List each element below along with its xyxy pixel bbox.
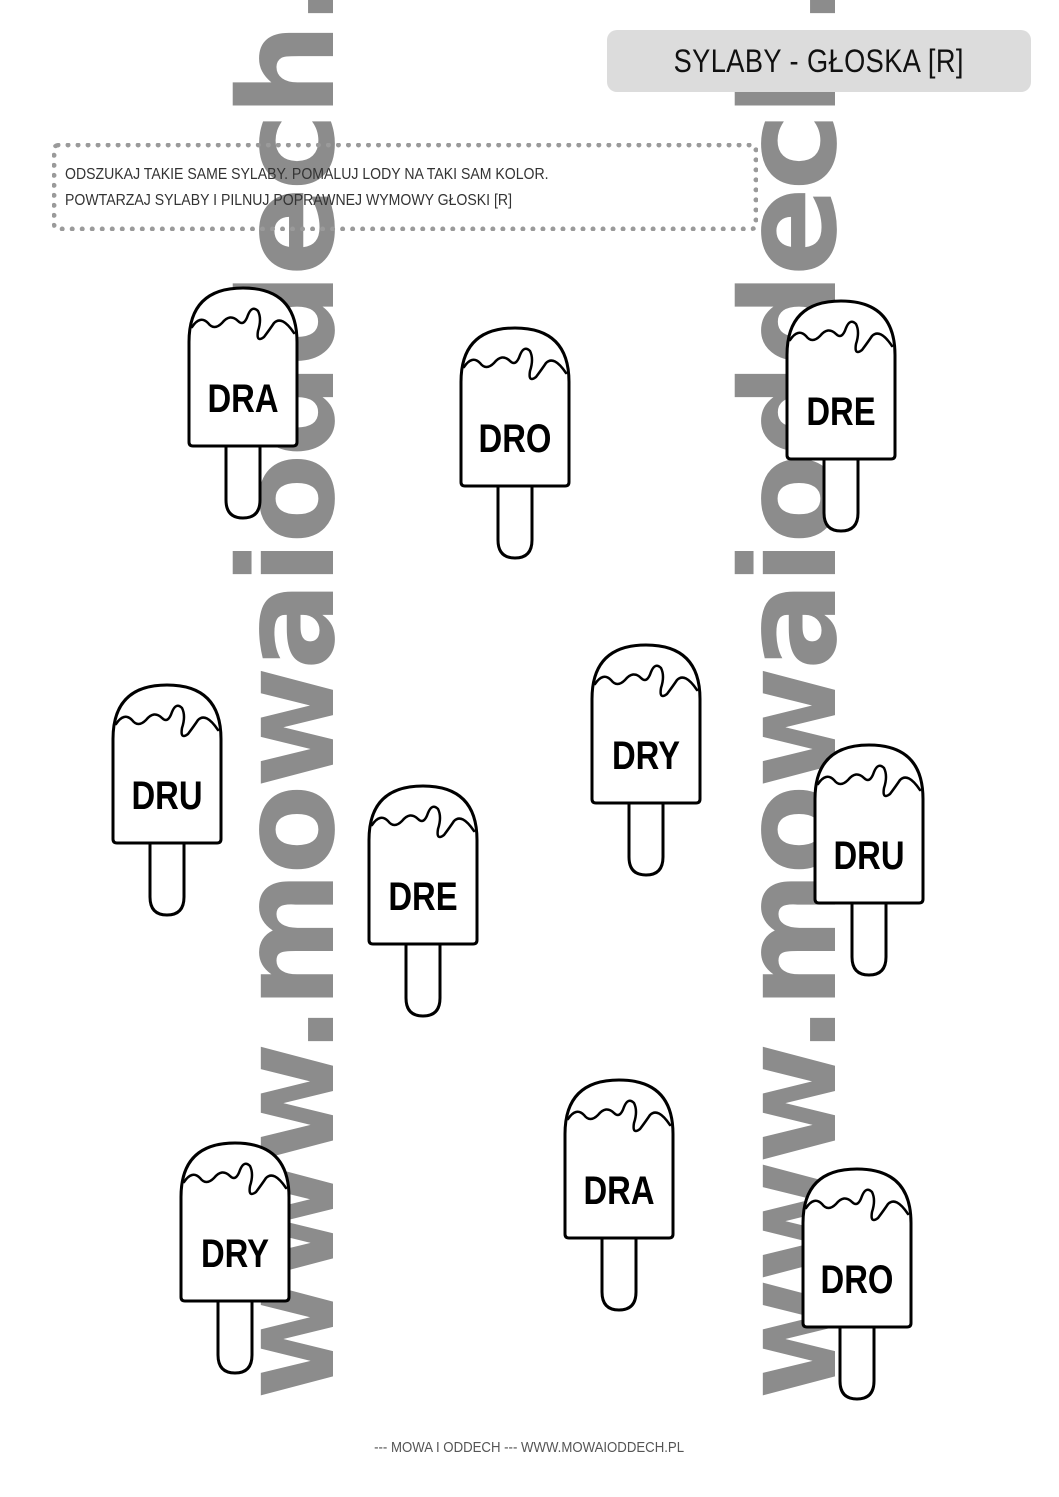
popsicle-icon [785,299,897,533]
popsicle-stick [216,1297,254,1375]
syllable-label: DRU [833,834,905,878]
syllable-label: DRU [131,774,203,818]
popsicle-stick [496,482,534,560]
popsicle-drip [370,805,476,839]
syllable-label: DRO [820,1258,894,1302]
popsicle: DRY [178,1140,292,1380]
popsicle-body [813,743,925,905]
popsicle-body [111,683,223,845]
syllable-label: DRY [200,1232,270,1276]
syllable-label: DRO [478,417,552,461]
popsicle-stick [224,442,262,520]
popsicle-drip [462,347,568,381]
popsicle-body [563,1078,675,1240]
popsicle-body [187,286,299,448]
popsicle-drip [593,664,699,698]
popsicle: DRA [562,1077,676,1317]
popsicle-drip [114,704,220,738]
syllable-label: DRA [583,1169,655,1213]
popsicle-stick [850,899,888,977]
popsicle-icon [590,643,702,877]
popsicle-stick [600,1234,638,1312]
popsicle-body [590,643,702,805]
popsicle: DRE [366,783,480,1023]
popsicle: DRY [589,642,703,882]
footer: --- MOWA I ODDECH --- WWW.MOWAIODDECH.PL [0,1439,1059,1456]
syllable-label: DRY [611,734,681,778]
popsicle: DRA [186,285,300,525]
popsicle-icon [813,743,925,977]
header-banner: SYLABY - GŁOSKA [R] [607,30,1031,92]
popsicle-stick [404,940,442,1018]
popsicle-body [179,1141,291,1303]
popsicle-stick [838,1323,876,1401]
popsicle-icon [187,286,299,520]
popsicle: DRE [784,298,898,538]
syllable-label: DRE [806,390,876,434]
popsicle-stick [148,839,186,917]
popsicle: DRO [800,1166,914,1406]
syllable-label: DRA [207,377,279,421]
popsicle-drip [190,307,296,341]
popsicle: DRU [110,682,224,922]
popsicle-drip [816,764,922,798]
popsicle-icon [367,784,479,1018]
popsicle-body [785,299,897,461]
popsicle-body [801,1167,913,1329]
popsicle-body [367,784,479,946]
instruction-line-1: ODSZUKAJ TAKIE SAME SYLABY. POMALUJ LODY… [65,166,549,183]
popsicle-drip [804,1188,910,1222]
instructions-box: ODSZUKAJ TAKIE SAME SYLABY. POMALUJ LODY… [52,143,758,231]
popsicle: DRO [458,325,572,565]
popsicle-drip [566,1099,672,1133]
page-title: SYLABY - GŁOSKA [R] [673,42,965,79]
popsicle-icon [179,1141,291,1375]
popsicle-icon [801,1167,913,1401]
popsicle-icon [459,326,571,560]
popsicle-drip [788,320,894,354]
popsicle-body [459,326,571,488]
popsicle-drip [182,1162,288,1196]
syllable-label: DRE [388,875,458,919]
popsicle-stick [627,799,665,877]
instruction-line-2: POWTARZAJ SYLABY I PILNUJ POPRAWNEJ WYMO… [65,192,512,209]
footer-text: --- MOWA I ODDECH --- WWW.MOWAIODDECH.PL [374,1439,685,1456]
popsicle: DRU [812,742,926,982]
popsicle-stick [822,455,860,533]
popsicle-icon [563,1078,675,1312]
popsicle-icon [111,683,223,917]
